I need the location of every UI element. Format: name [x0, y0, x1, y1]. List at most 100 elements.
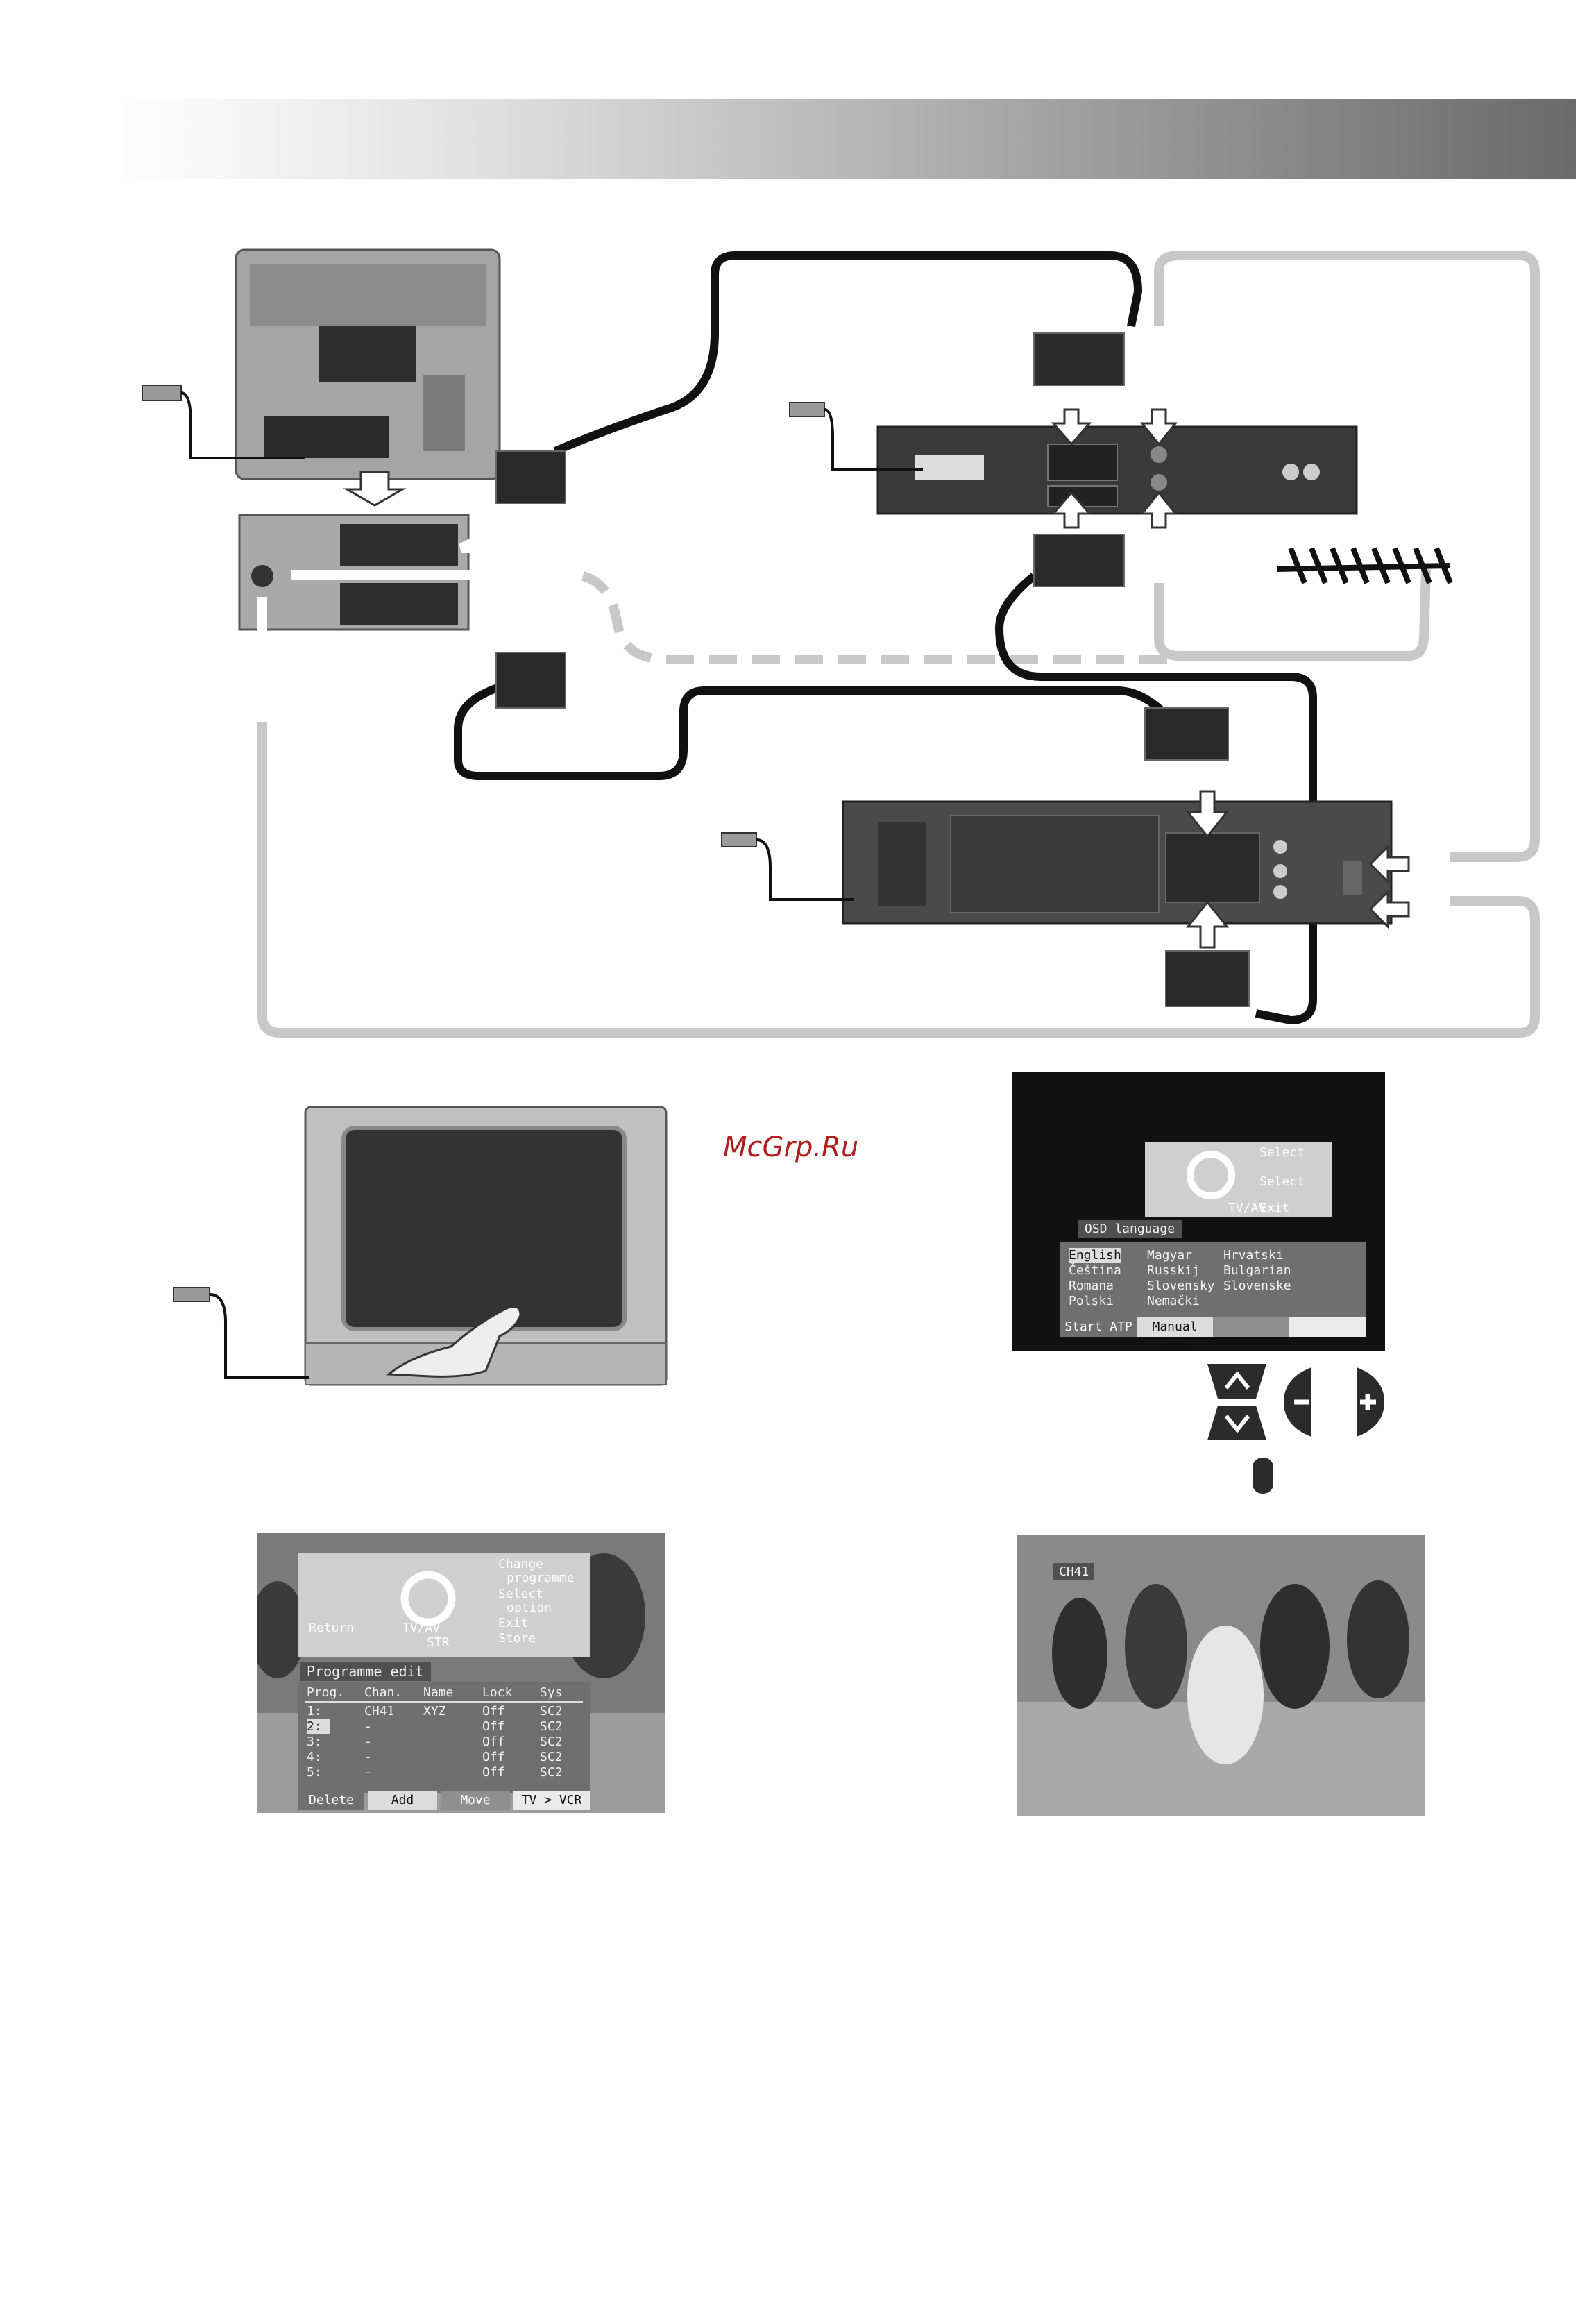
lock-cell: Off — [482, 1765, 505, 1780]
plus-button-icon — [1357, 1367, 1384, 1437]
column-header: Sys — [540, 1685, 563, 1700]
grey-cable-dashed — [581, 571, 1180, 664]
prog-cell: 3: — [307, 1735, 322, 1749]
navigation-help-panel: Change programme Select option Return TV… — [298, 1553, 590, 1657]
chan-cell: - — [364, 1765, 372, 1780]
table-divider — [305, 1701, 583, 1703]
manual-tune-button[interactable]: Manual tune — [1137, 1317, 1213, 1353]
chan-cell: - — [364, 1719, 372, 1734]
sys-cell: SC2 — [540, 1704, 563, 1719]
blank-button — [1289, 1317, 1366, 1337]
power-plug-vcr — [721, 832, 854, 901]
osd-language-title: OSD language — [1078, 1220, 1182, 1238]
start-atp-button[interactable]: Start ATP — [1060, 1317, 1137, 1337]
nav-help-label: Return — [309, 1621, 355, 1635]
up-button-icon — [1207, 1364, 1266, 1399]
remote-buttons-illustration — [1207, 1364, 1384, 1494]
minus-button-icon — [1284, 1367, 1311, 1437]
sys-cell: SC2 — [540, 1765, 563, 1780]
nav-help-label: Store — [498, 1631, 536, 1646]
column-header: Prog. — [307, 1685, 345, 1700]
nav-help-label: STR — [427, 1635, 450, 1650]
power-plug-tv-rear — [142, 385, 305, 459]
delete-button[interactable]: Delete — [298, 1791, 364, 1810]
nav-help-label: Exit — [498, 1616, 529, 1630]
move-button[interactable]: Move — [441, 1791, 510, 1810]
table-row[interactable]: 5: - Off SC2 — [298, 1765, 590, 1780]
lock-cell: Off — [482, 1704, 505, 1719]
table-row[interactable]: 2: - Off SC2 — [298, 1719, 590, 1735]
language-option[interactable]: Slovenske — [1223, 1278, 1291, 1293]
tv-rear-illustration — [235, 248, 501, 480]
column-header: Name — [423, 1685, 454, 1700]
sys-cell: SC2 — [540, 1735, 563, 1749]
language-option[interactable]: Nemački — [1147, 1294, 1200, 1308]
nav-help-label: Select — [498, 1587, 544, 1601]
blank-button — [1213, 1317, 1289, 1337]
connection-diagram — [142, 248, 1540, 1038]
language-option[interactable]: Bulgarian — [1223, 1263, 1291, 1278]
grey-cable-right-loop — [1154, 251, 1540, 862]
prog-cell: 5: — [307, 1765, 322, 1780]
power-plug-receiver — [789, 402, 923, 471]
add-button[interactable]: Add — [368, 1791, 437, 1810]
hand-pointing-icon — [386, 1306, 522, 1378]
grey-cable-bottom-loop — [257, 722, 1540, 1038]
language-option[interactable]: English — [1069, 1248, 1121, 1263]
satellite-receiver-illustration — [876, 425, 1358, 515]
down-button-icon — [1207, 1406, 1266, 1440]
language-option[interactable]: Russkij — [1147, 1263, 1200, 1278]
column-header: Chan. — [364, 1685, 402, 1700]
sys-cell: SC2 — [540, 1719, 563, 1734]
chan-cell: - — [364, 1750, 372, 1764]
header-gradient-bar — [118, 99, 1576, 179]
column-header: Lock — [482, 1685, 513, 1700]
bottom-button-bar: Start ATP Manual tune — [1060, 1317, 1366, 1353]
prog-cell: 1: — [307, 1704, 322, 1719]
lock-cell: Off — [482, 1750, 505, 1764]
nav-help-label: TV/AV — [402, 1621, 441, 1635]
language-list-panel: English Magyar Hrvatski Čeština Russkij … — [1060, 1242, 1366, 1317]
prog-cell: 2: — [307, 1719, 330, 1734]
bottom-button-bar: Delete Add Move TV > VCR — [298, 1791, 590, 1810]
black-cable-middle — [454, 683, 1176, 780]
sys-cell: SC2 — [540, 1750, 563, 1764]
table-row[interactable]: 3: - Off SC2 — [298, 1735, 590, 1750]
grey-cable-aerial — [1154, 568, 1431, 661]
arrow-scart1-in — [459, 517, 513, 553]
watermark-text: McGrp.Ru — [723, 1131, 859, 1163]
programme-edit-title: Programme edit — [300, 1662, 431, 1681]
language-option[interactable]: Slovensky — [1147, 1278, 1215, 1293]
scart-plug — [495, 332, 1250, 1007]
language-option[interactable]: Polski — [1069, 1294, 1114, 1308]
chan-cell: - — [364, 1735, 372, 1749]
language-option[interactable]: Hrvatski — [1223, 1248, 1284, 1263]
black-cable-right — [994, 573, 1317, 1025]
nav-help-label: TV/AV — [1228, 1201, 1266, 1215]
channel-label: CH41 — [1053, 1563, 1095, 1580]
table-row[interactable]: 1: CH41 XYZ Off SC2 — [298, 1704, 590, 1719]
programme-edit-screen: Change programme Select option Return TV… — [257, 1533, 665, 1813]
language-option[interactable]: Čeština — [1069, 1263, 1121, 1278]
nav-help-label: Select — [1259, 1145, 1305, 1160]
table-row[interactable]: 4: - Off SC2 — [298, 1750, 590, 1765]
channel-screen: CH41 — [1017, 1535, 1425, 1816]
navigation-help-panel: Select Select TV/AV Exit — [1145, 1142, 1332, 1217]
tv-to-vcr-button[interactable]: TV > VCR — [513, 1791, 590, 1810]
lock-cell: Off — [482, 1735, 505, 1749]
nav-help-label: Select — [1259, 1174, 1305, 1189]
navigation-ring-icon — [1187, 1151, 1235, 1199]
aerial-antenna — [1276, 547, 1453, 584]
prog-cell: 4: — [307, 1750, 322, 1764]
nav-help-label: option — [507, 1601, 552, 1615]
ok-button-icon — [1253, 1458, 1273, 1494]
device-arrows — [1051, 408, 1410, 949]
chan-cell: CH41 — [364, 1704, 395, 1719]
tv-panel-down-arrow — [343, 471, 407, 507]
language-option[interactable]: Romana — [1069, 1278, 1114, 1293]
vcr-illustration — [842, 800, 1393, 925]
name-cell: XYZ — [423, 1704, 446, 1719]
nav-help-label: programme — [507, 1571, 575, 1585]
osd-language-screen: Select Select TV/AV Exit OSD language En… — [1012, 1072, 1385, 1353]
language-option[interactable]: Magyar — [1147, 1248, 1193, 1263]
